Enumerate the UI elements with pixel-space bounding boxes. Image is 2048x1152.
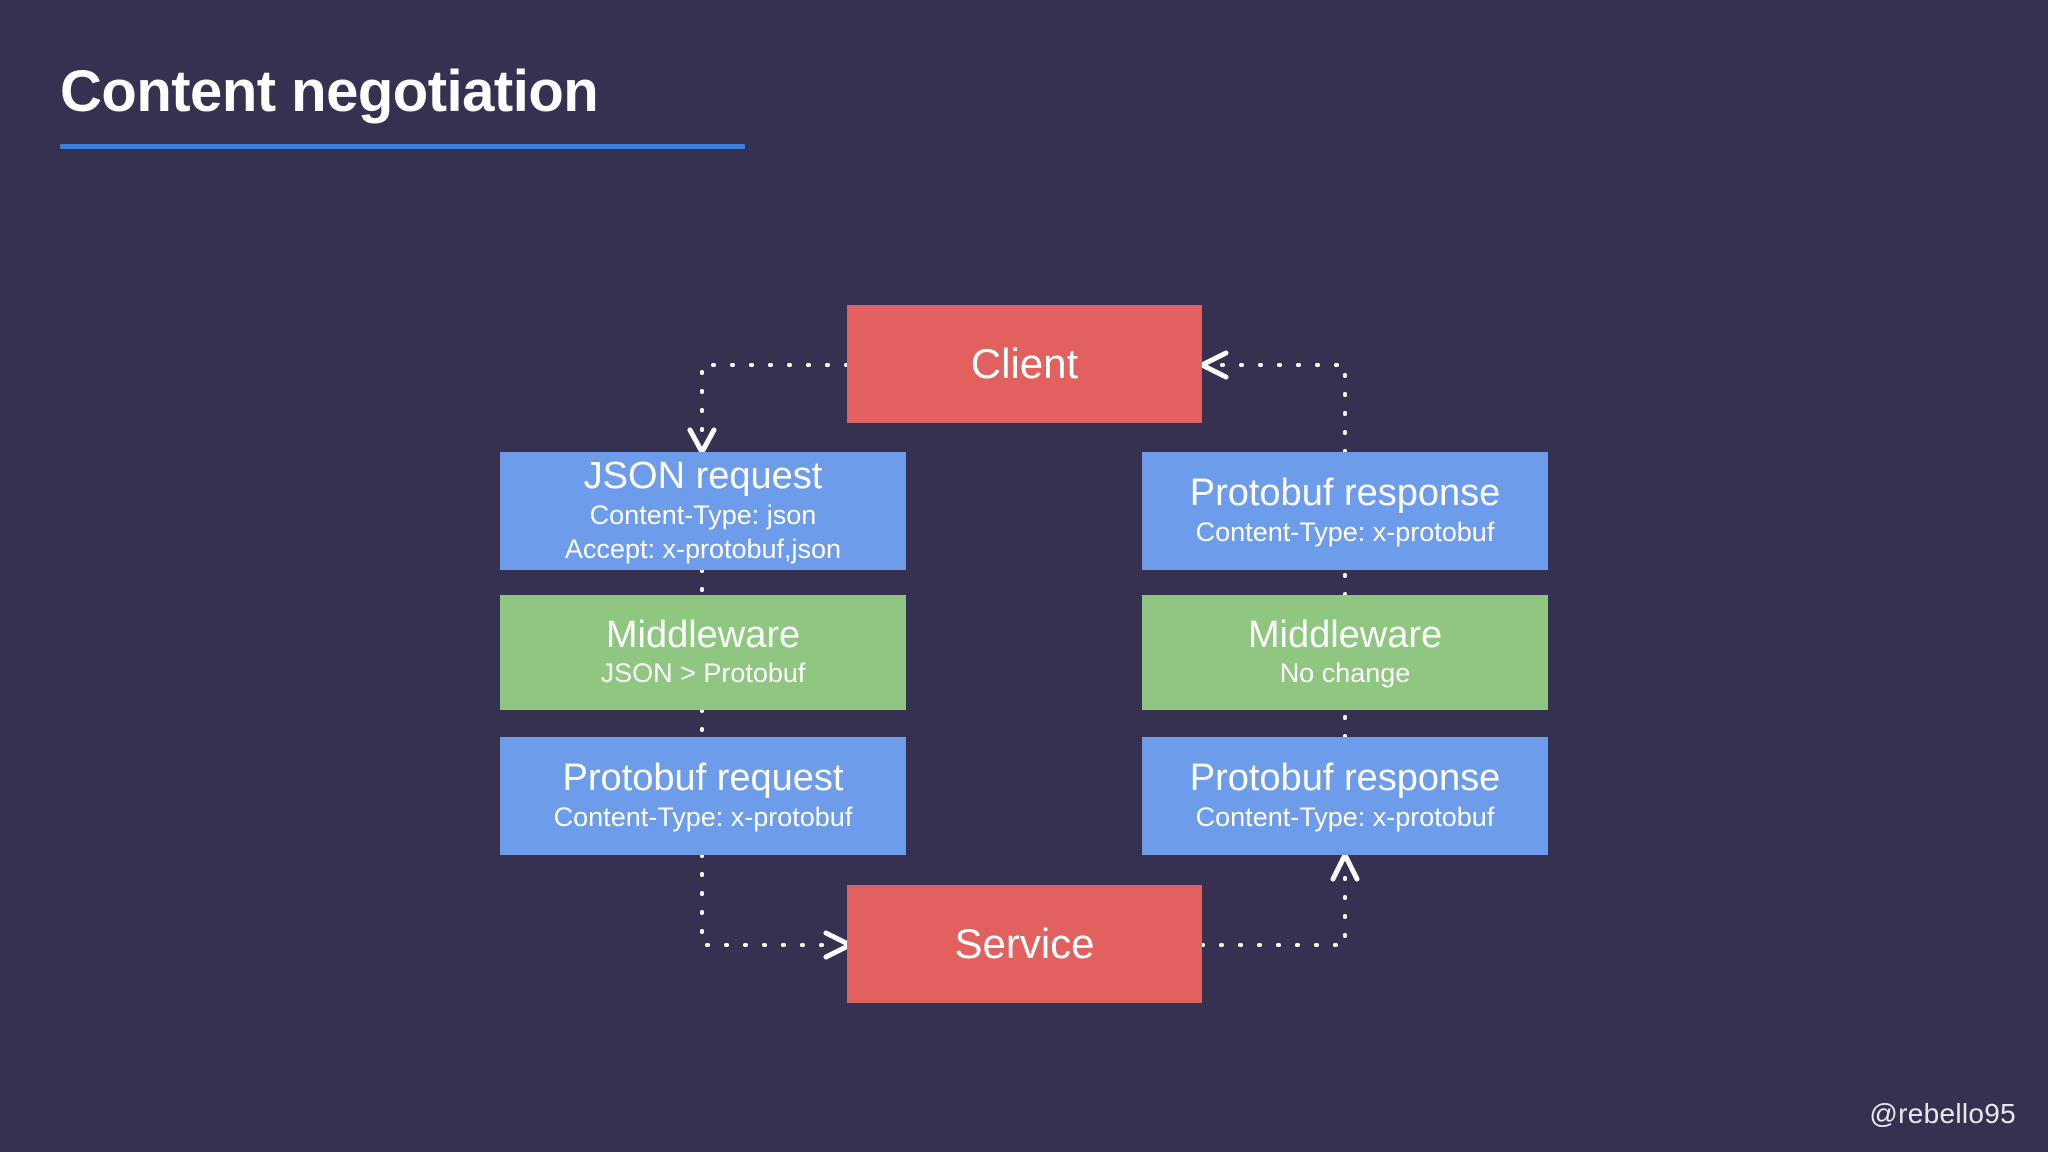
node-middleware-left[interactable]: Middleware JSON > Protobuf: [500, 595, 906, 710]
node-service-title: Service: [954, 919, 1095, 967]
node-protobuf-response-bottom-title: Protobuf response: [1189, 757, 1501, 800]
node-middleware-left-action: JSON > Protobuf: [600, 658, 806, 689]
page-title: Content negotiation: [60, 59, 599, 124]
node-middleware-left-title: Middleware: [605, 613, 801, 656]
node-protobuf-request[interactable]: Protobuf request Content-Type: x-protobu…: [500, 737, 906, 855]
node-middleware-right-action: No change: [1279, 658, 1411, 689]
node-protobuf-request-title: Protobuf request: [562, 757, 844, 800]
node-client[interactable]: Client: [847, 305, 1202, 423]
node-protobuf-request-content-type: Content-Type: x-protobuf: [553, 801, 853, 832]
node-json-request-title: JSON request: [583, 455, 823, 498]
node-protobuf-response-bottom[interactable]: Protobuf response Content-Type: x-protob…: [1142, 737, 1548, 855]
wire-service-to-protobuf-response-bottom: [1200, 866, 1347, 947]
node-protobuf-response-top-title: Protobuf response: [1189, 472, 1501, 515]
title-underline-rule: [60, 143, 745, 149]
node-json-request-content-type: Content-Type: json: [589, 500, 817, 531]
node-client-title: Client: [970, 339, 1079, 387]
arrowhead-up-protobuf-response-bottom: [1330, 852, 1360, 882]
author-handle: @rebello95: [1869, 1098, 2016, 1129]
node-service[interactable]: Service: [847, 885, 1202, 1003]
wire-protobuf-response-top-to-client: [1216, 363, 1347, 454]
title-block: Content negotiation: [60, 60, 960, 149]
node-json-request[interactable]: JSON request Content-Type: json Accept: …: [500, 452, 906, 570]
arrowhead-left-client: [1199, 350, 1229, 380]
node-protobuf-response-top-content-type: Content-Type: x-protobuf: [1195, 516, 1495, 547]
node-middleware-right[interactable]: Middleware No change: [1142, 595, 1548, 710]
arrowhead-down-json-request: [687, 427, 717, 455]
node-protobuf-response-bottom-content-type: Content-Type: x-protobuf: [1195, 801, 1495, 832]
node-json-request-accept: Accept: x-protobuf,json: [564, 533, 842, 564]
wire-client-to-json-request: [700, 363, 849, 446]
node-middleware-right-title: Middleware: [1247, 613, 1443, 656]
node-protobuf-response-top[interactable]: Protobuf response Content-Type: x-protob…: [1142, 452, 1548, 570]
wire-protobuf-request-to-service: [700, 853, 832, 947]
